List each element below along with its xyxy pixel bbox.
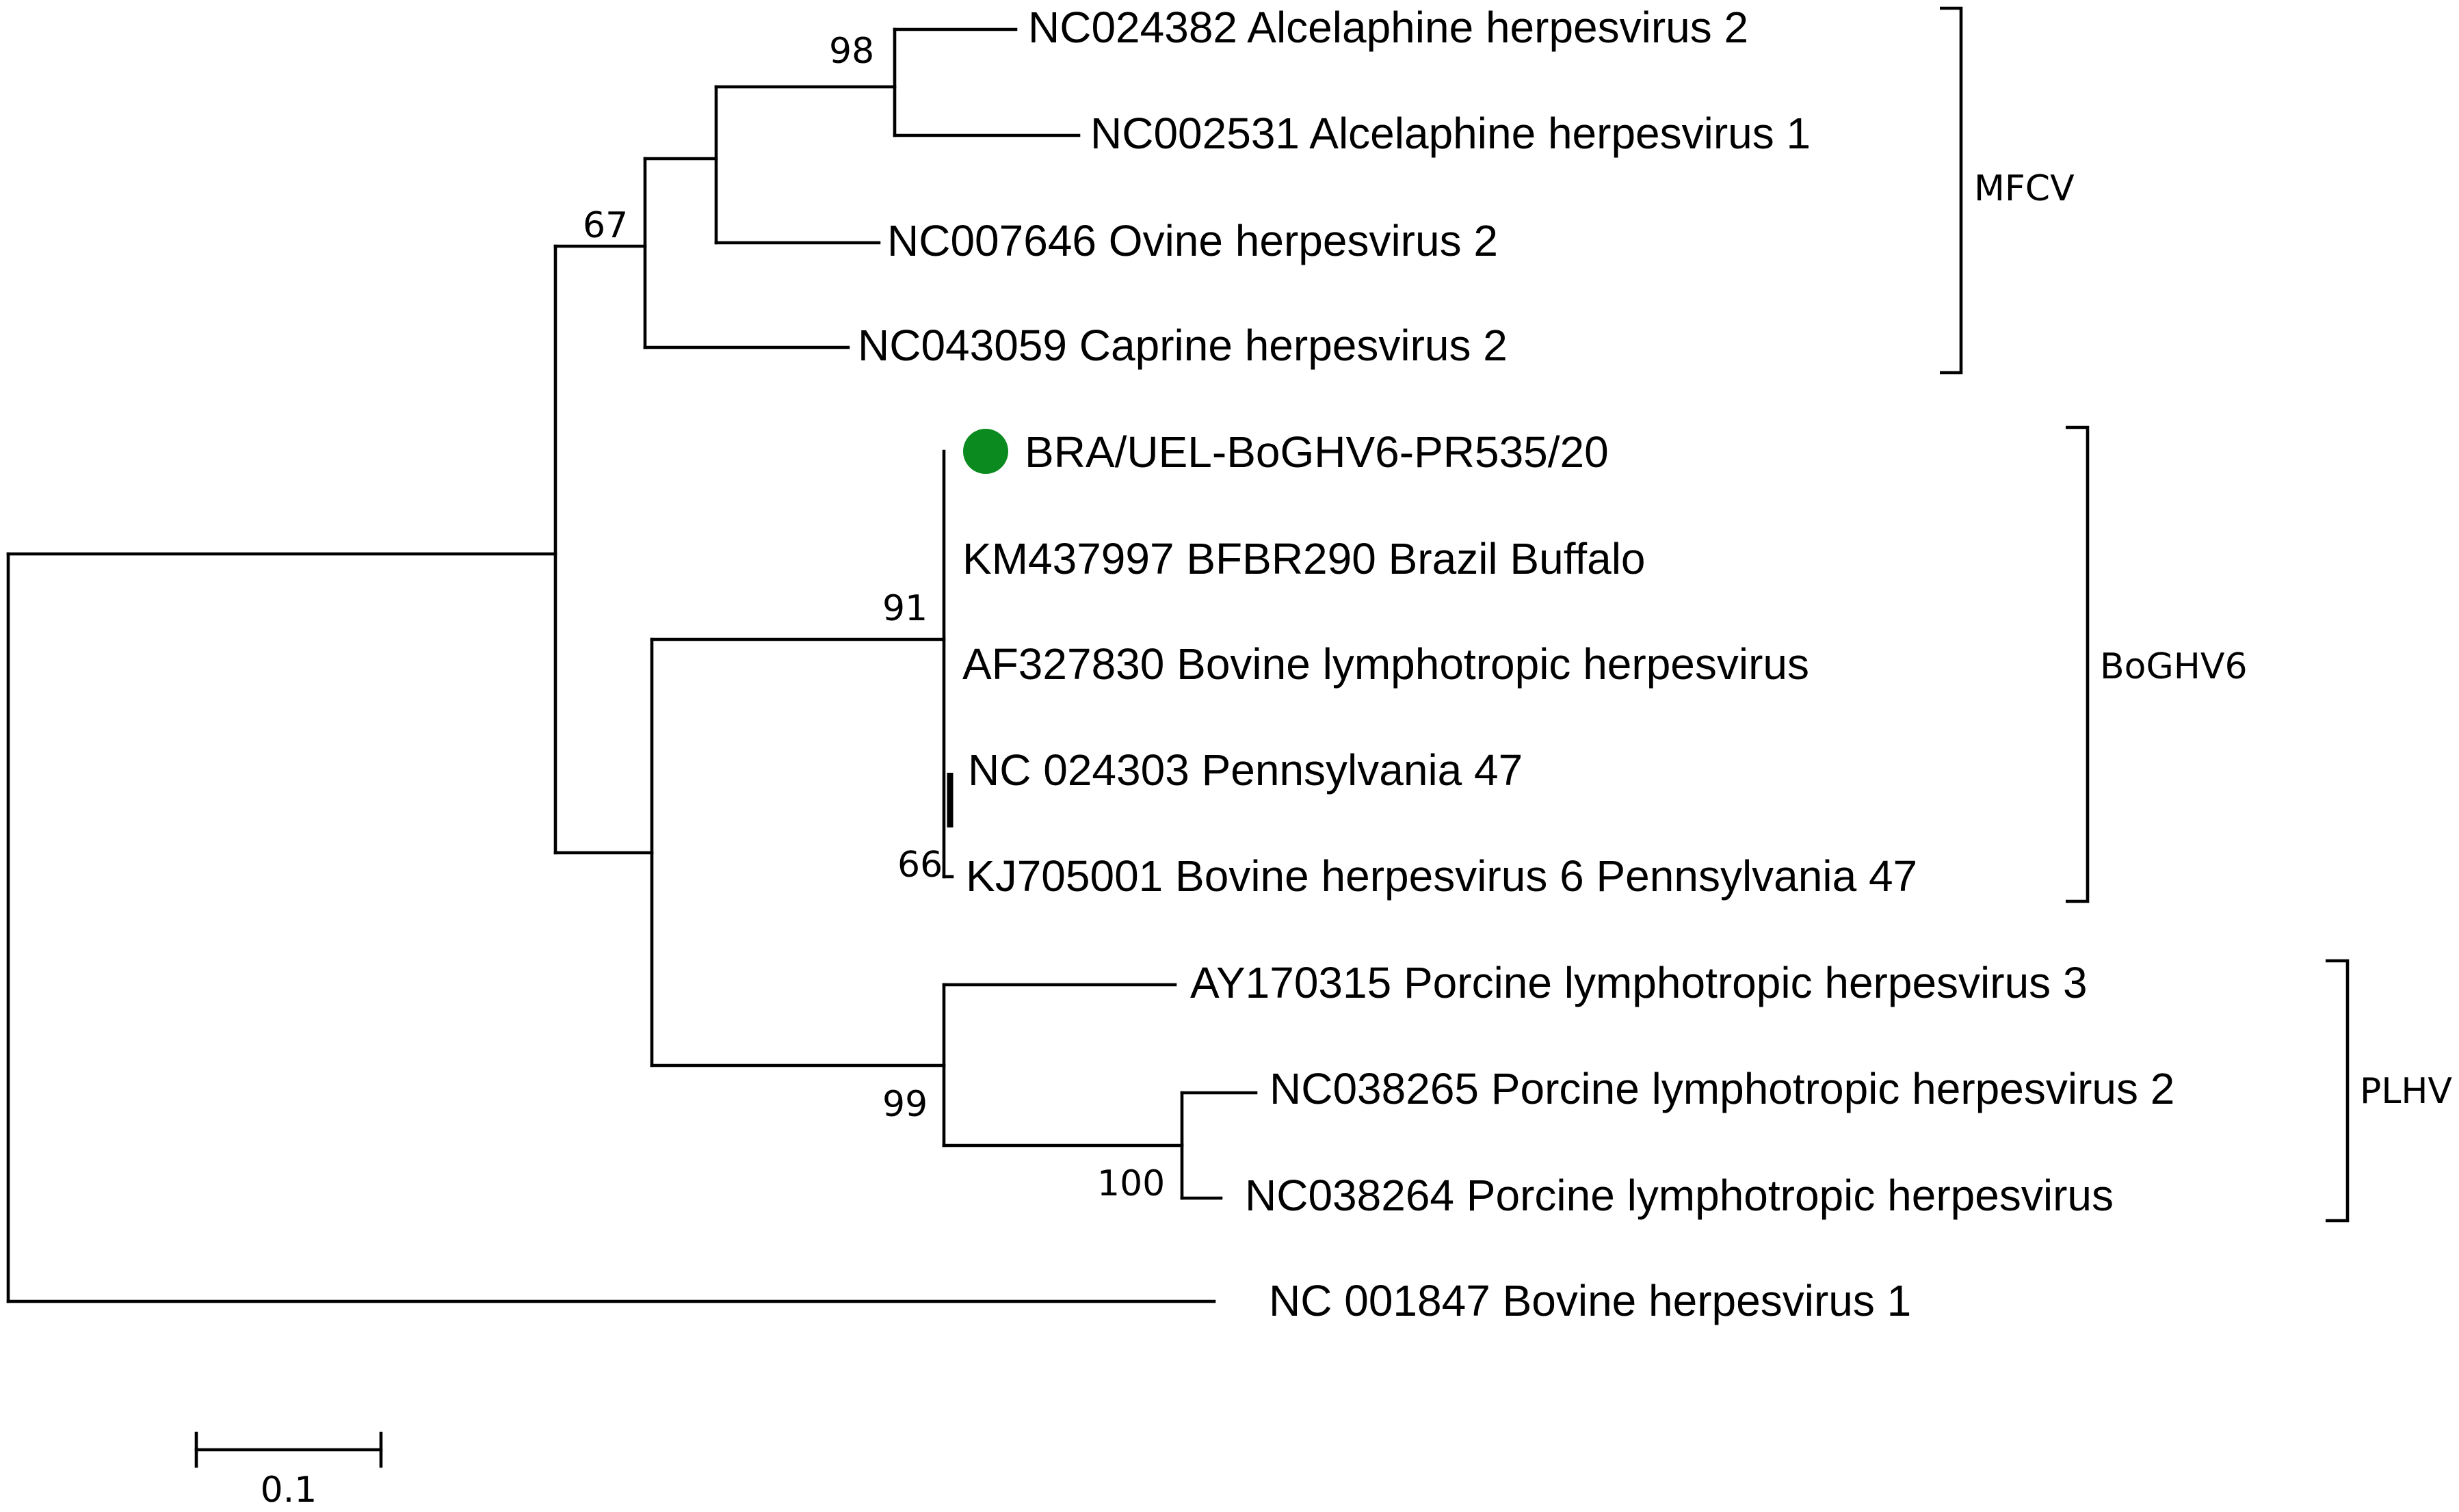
taxon-label-t5: BRA/UEL-BoGHV6-PR535/20 <box>1025 427 1609 477</box>
clade-brackets: MFCV BoGHV6 PLHV <box>1940 6 2452 1223</box>
taxon-label-t12: NC038264 Porcine lymphotropic herpesviru… <box>1245 1171 2114 1220</box>
taxon-label-t4: NC043059 Caprine herpesvirus 2 <box>858 321 1508 370</box>
clade-label-plhv: PLHV <box>2360 1071 2452 1112</box>
highlight-marker-icon <box>963 429 1008 474</box>
taxon-label-t2: NC002531 Alcelaphine herpesvirus 1 <box>1090 109 1811 158</box>
taxon-label-t10: AY170315 Porcine lymphotropic herpesviru… <box>1190 958 2088 1007</box>
support-values: 98 67 91 66 99 100 <box>583 31 1165 1204</box>
taxon-label-t1: NC024382 Alcelaphine herpesvirus 2 <box>1028 3 1748 52</box>
clade-label-boghv6: BoGHV6 <box>2100 646 2248 687</box>
scale-bar: 0.1 <box>194 1431 383 1511</box>
scale-bar-label: 0.1 <box>261 1470 317 1511</box>
taxon-label-t9: KJ705001 Bovine herpesvirus 6 Pennsylvan… <box>966 851 1917 901</box>
support-value-67: 67 <box>583 205 628 246</box>
taxon-labels: NC024382 Alcelaphine herpesvirus 2 NC002… <box>858 3 2174 1325</box>
support-value-99: 99 <box>882 1084 928 1125</box>
clade-label-mfcv: MFCV <box>1974 168 2075 209</box>
taxon-label-t8: NC 024303 Pennsylvania 47 <box>968 745 1523 795</box>
taxon-label-t11: NC038265 Porcine lymphotropic herpesviru… <box>1270 1064 2174 1113</box>
taxon-label-t3: NC007646 Ovine herpesvirus 2 <box>887 216 1498 265</box>
support-value-98: 98 <box>829 31 874 72</box>
support-value-100: 100 <box>1097 1163 1165 1204</box>
tree-branches <box>6 27 1258 1303</box>
clade-bracket-plhv <box>2326 959 2350 1223</box>
taxon-label-t6: KM437997 BFBR290 Brazil Buffalo <box>962 534 1646 583</box>
clade-bracket-mfcv <box>1940 6 1963 375</box>
clade-bracket-boghv6 <box>2066 425 2090 903</box>
taxon-label-t13: NC 001847 Bovine herpesvirus 1 <box>1269 1276 1911 1325</box>
support-value-66: 66 <box>897 845 943 886</box>
taxon-label-t7: AF327830 Bovine lymphotropic herpesvirus <box>962 639 1809 689</box>
support-value-91: 91 <box>882 588 928 629</box>
